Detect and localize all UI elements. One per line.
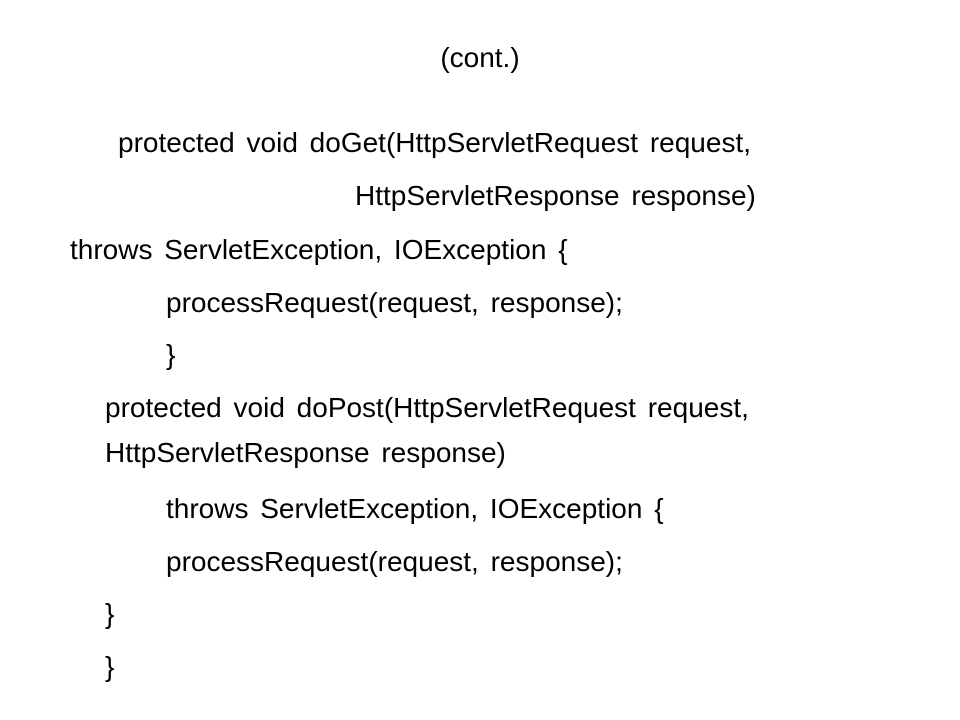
code-line-11: } (105, 651, 115, 682)
code-line-9: processRequest(request, response); (166, 546, 623, 577)
code-line-3: throws ServletException, IOException { (70, 234, 568, 265)
code-line-7: HttpServletResponse response) (105, 437, 506, 468)
code-line-4: processRequest(request, response); (166, 287, 623, 318)
code-line-1: protected void doGet(HttpServletRequest … (118, 127, 752, 158)
slide-title: (cont.) (440, 42, 520, 73)
code-line-6: protected void doPost(HttpServletRequest… (105, 392, 749, 423)
code-line-8: throws ServletException, IOException { (166, 493, 664, 524)
code-line-2: HttpServletResponse response) (355, 180, 756, 211)
code-line-10: } (105, 598, 115, 629)
code-line-5: } (166, 339, 176, 370)
